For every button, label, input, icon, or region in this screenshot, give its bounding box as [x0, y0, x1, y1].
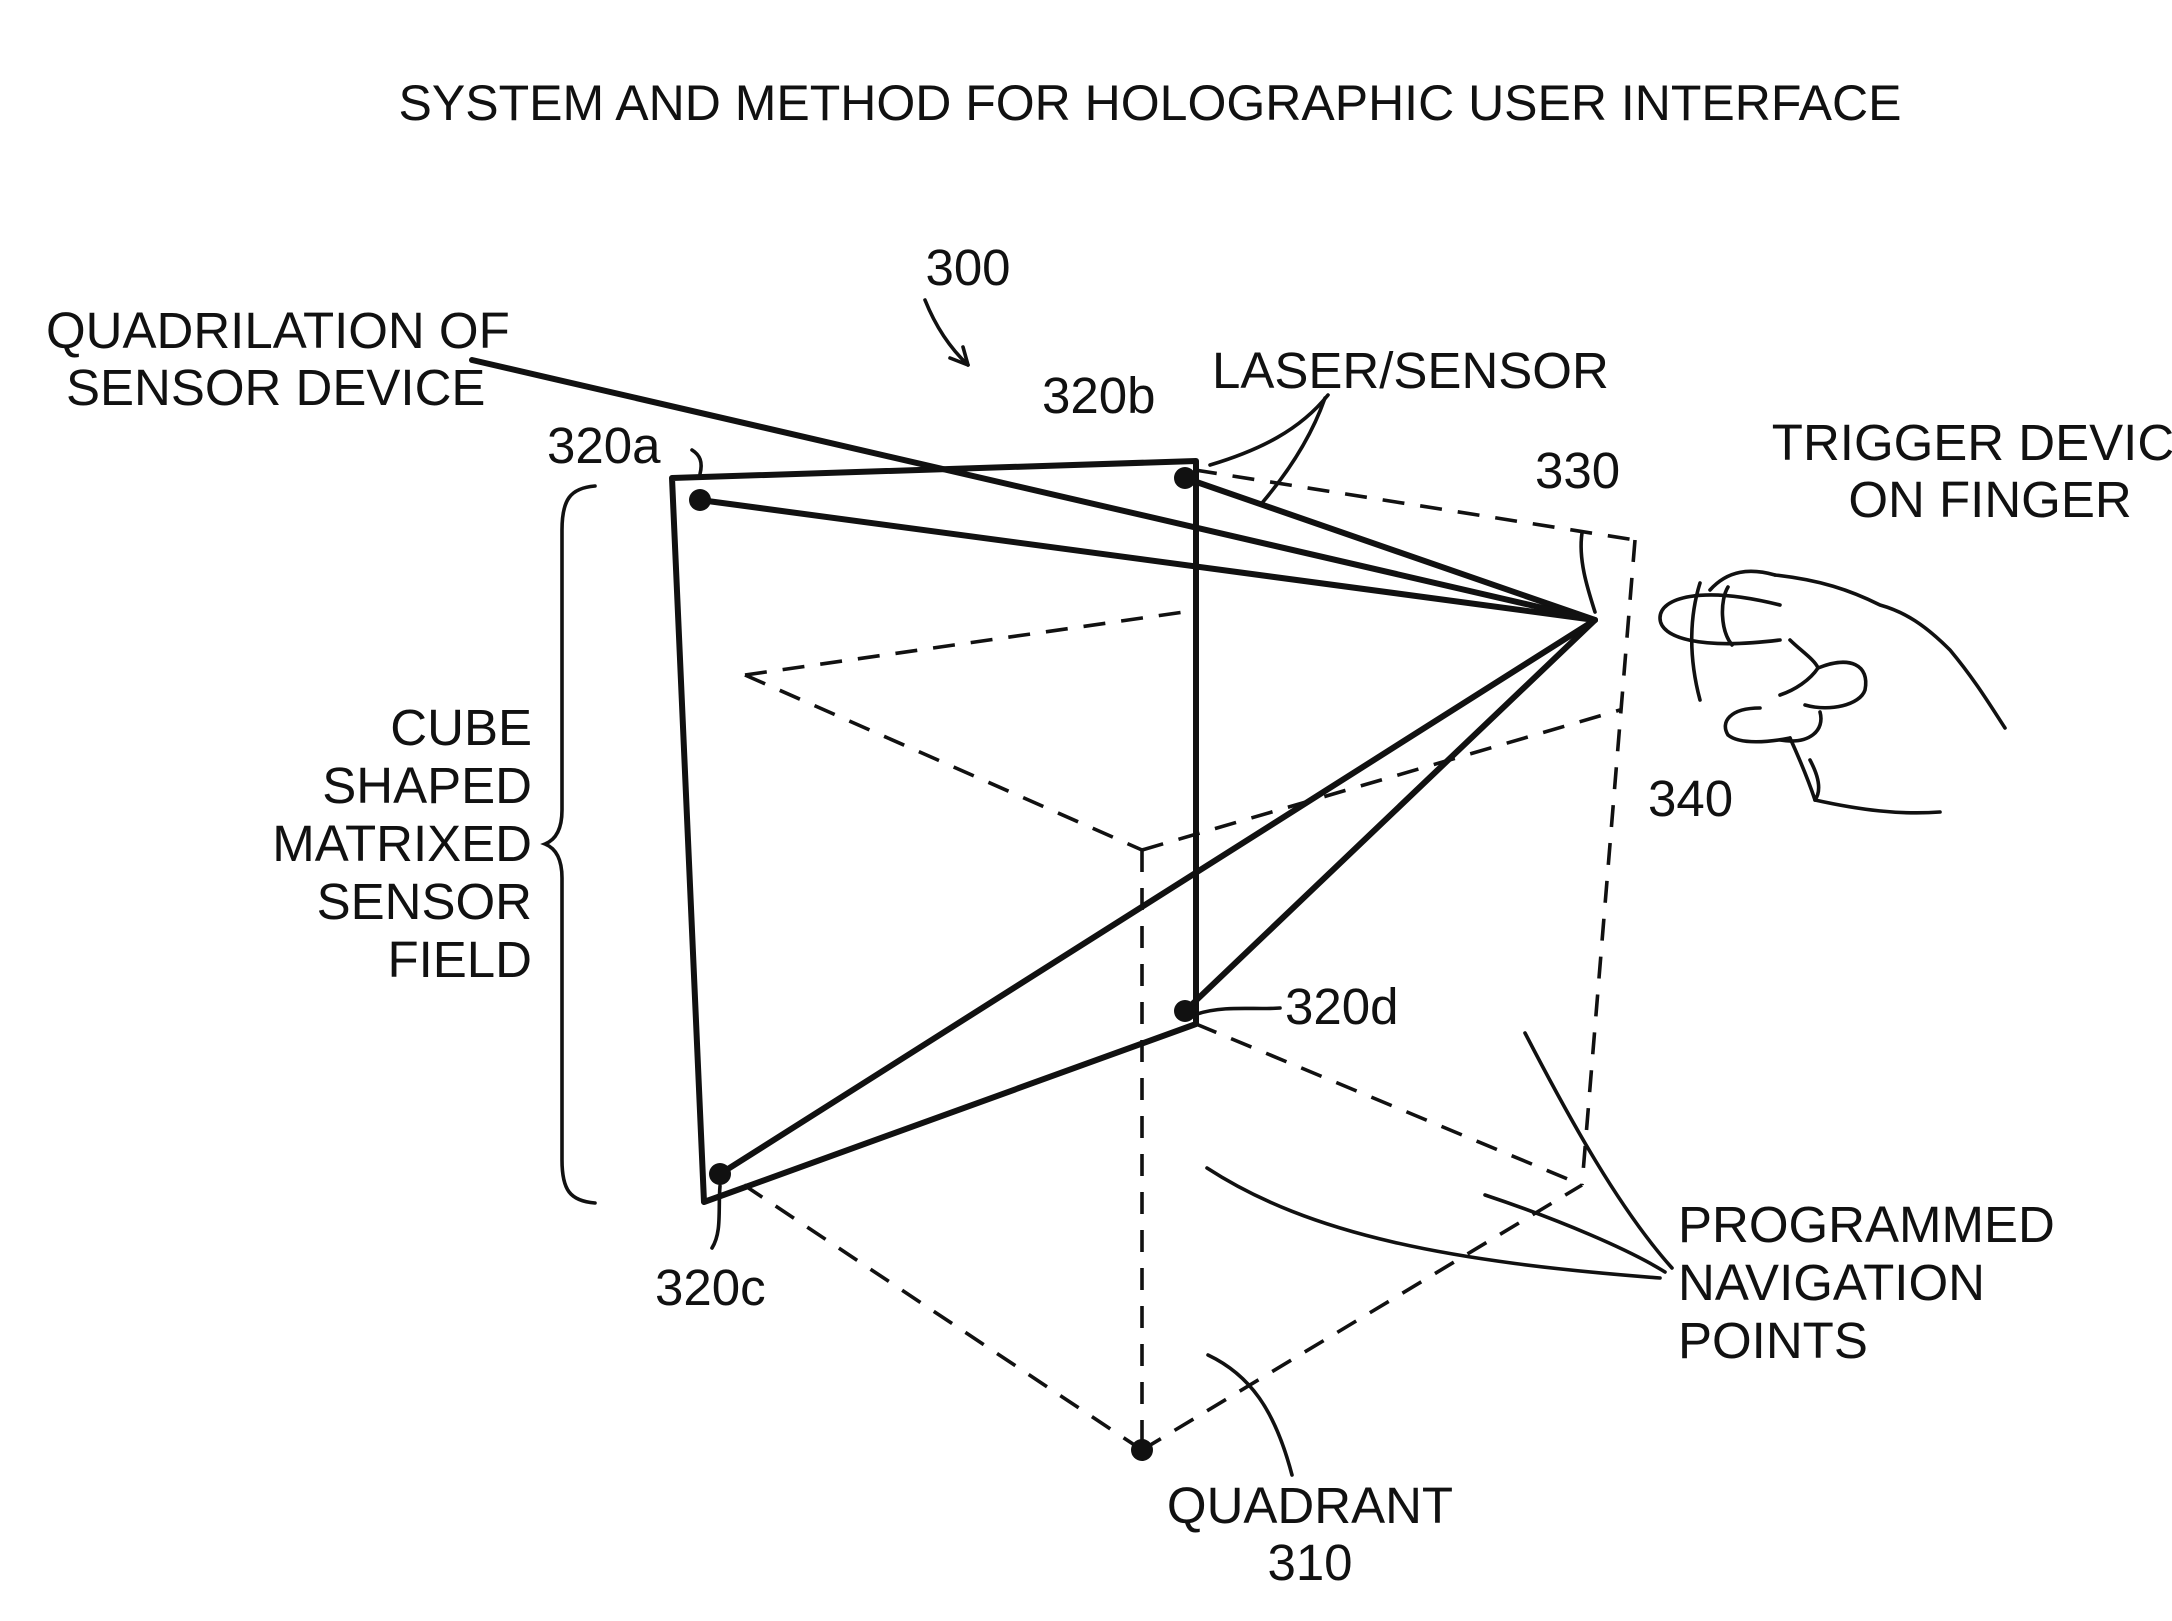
svg-text:QUADRILATION OF: QUADRILATION OF	[46, 302, 510, 359]
svg-text:PROGRAMMED: PROGRAMMED	[1678, 1196, 2055, 1253]
svg-text:CUBE: CUBE	[390, 699, 532, 756]
sensor-quadrilateral	[472, 360, 1595, 1202]
sensor-node-320c	[709, 1163, 731, 1185]
quadrant-node	[1131, 1439, 1153, 1461]
sensor-node-320b	[1174, 467, 1196, 489]
trigger-device-label: TRIGGER DEVICE ON FINGER	[1772, 414, 2172, 528]
sensor-node-320d	[1174, 1000, 1196, 1022]
ref-320c-label: 320c	[655, 1259, 766, 1316]
svg-text:310: 310	[1267, 1534, 1352, 1591]
svg-text:FIELD: FIELD	[387, 931, 532, 988]
svg-text:TRIGGER DEVICE: TRIGGER DEVICE	[1772, 414, 2172, 471]
svg-text:NAVIGATION: NAVIGATION	[1678, 1254, 1985, 1311]
svg-text:SENSOR: SENSOR	[317, 873, 532, 930]
programmed-points-label: PROGRAMMED NAVIGATION POINTS	[1678, 1196, 2055, 1369]
figure-title: SYSTEM AND METHOD FOR HOLOGRAPHIC USER I…	[399, 75, 1902, 131]
cube-field-dashed-lines	[744, 470, 1635, 1450]
ref-340-label: 340	[1648, 770, 1733, 827]
quadrilation-label: QUADRILATION OF SENSOR DEVICE	[46, 302, 510, 416]
svg-text:ON FINGER: ON FINGER	[1848, 471, 2131, 528]
svg-text:MATRIXED: MATRIXED	[272, 815, 532, 872]
svg-text:SHAPED: SHAPED	[322, 757, 532, 814]
svg-text:SENSOR DEVICE: SENSOR DEVICE	[66, 359, 485, 416]
svg-text:POINTS: POINTS	[1678, 1312, 1868, 1369]
cube-field-label: CUBE SHAPED MATRIXED SENSOR FIELD	[272, 699, 532, 988]
sensor-node-320a	[689, 489, 711, 511]
laser-sensor-label: LASER/SENSOR	[1212, 342, 1609, 399]
ref-320b-label: 320b	[1042, 367, 1155, 424]
ref-330-label: 330	[1535, 442, 1620, 499]
svg-text:QUADRANT: QUADRANT	[1167, 1477, 1453, 1534]
field-brace	[545, 486, 595, 1203]
figure-ref-label: 300	[925, 239, 1010, 296]
quadrant-label: QUADRANT 310	[1167, 1477, 1453, 1591]
ref-320a-label: 320a	[547, 417, 661, 474]
ref-320d-label: 320d	[1285, 978, 1398, 1035]
